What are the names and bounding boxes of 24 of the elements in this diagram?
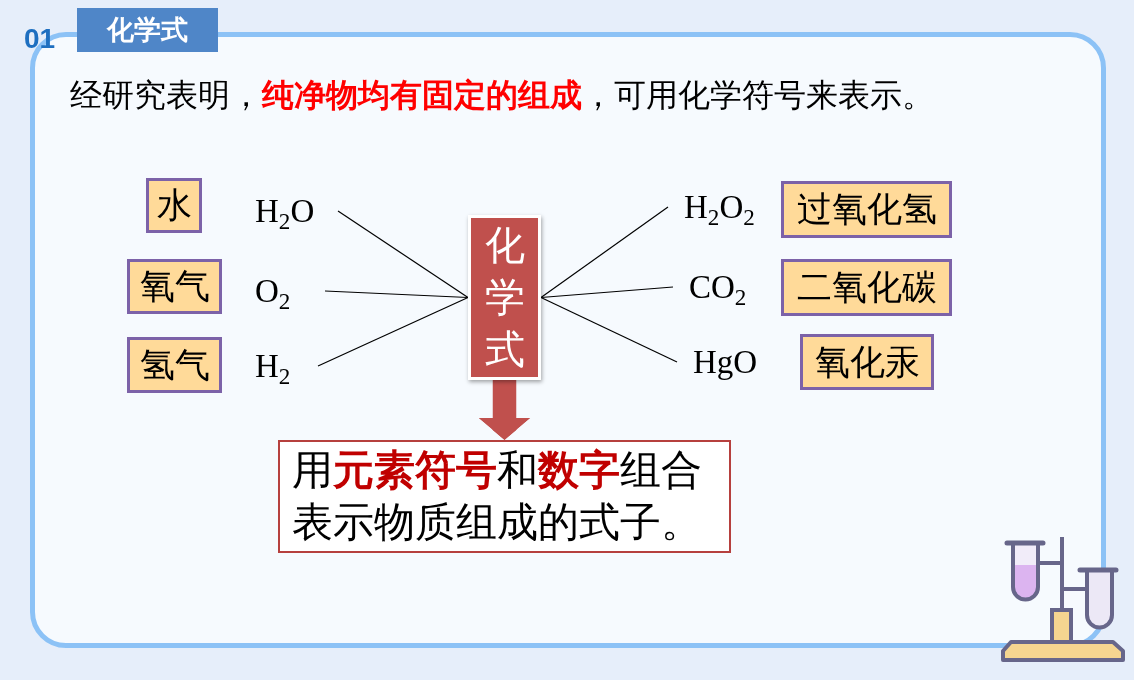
connector-line [337,210,469,299]
formula-text: H$_{2}$O$_{2}$ [668,186,768,228]
section-number: 01 [24,22,56,56]
connector-line [324,290,469,299]
connector-line [317,296,469,367]
substance-box: 氢气 [127,337,222,393]
substance-box: 氧气 [127,259,222,314]
substance-box: 水 [146,178,202,233]
intro-text: 经研究表明，纯净物均有固定的组成，可用化学符号来表示。 [70,75,934,116]
connector-line [540,286,674,299]
formula-text: CO$_{2}$ [673,266,753,308]
definition-box: 用元素符号和数字组合表示物质组成的式子。 [278,440,731,553]
substance-box: 氧化汞 [800,334,934,390]
section-tab: 化学式 [77,8,218,52]
connector-line [540,206,669,299]
concept-box: 化学式 [468,215,541,380]
formula-text: H$_{2}$O [250,190,338,232]
formula-text: H$_{2}$ [250,345,318,387]
block-arrow [478,380,531,440]
connector-line [540,296,678,363]
formula-text: O$_{2}$ [250,270,325,312]
substance-box: 二氧化碳 [781,259,952,316]
formula-text: HgO [677,341,763,383]
substance-box: 过氧化氢 [781,181,952,238]
